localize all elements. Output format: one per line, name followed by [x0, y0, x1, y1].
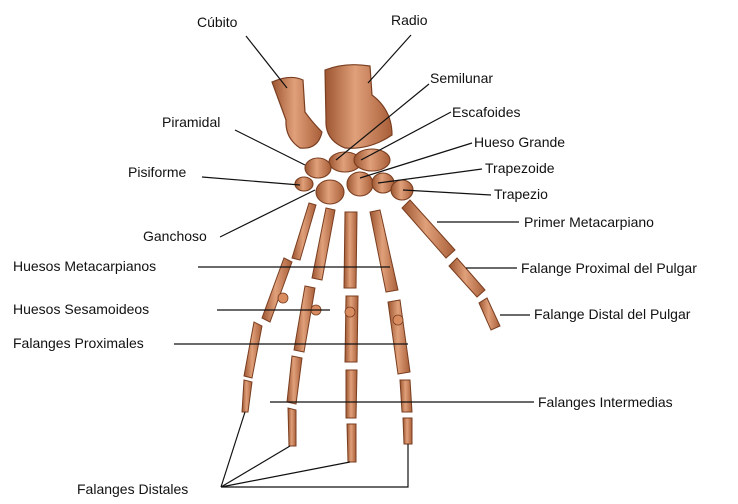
- leader-cubito: [246, 36, 287, 88]
- leader-trapezoide: [378, 169, 482, 183]
- label-falanges-distales: Falanges Distales: [77, 481, 188, 497]
- label-falange-distal-pulgar: Falange Distal del Pulgar: [534, 306, 690, 322]
- ulna-bone: [272, 77, 322, 148]
- label-trapezio: Trapezio: [494, 186, 548, 202]
- sesamoid-bones: [278, 293, 403, 325]
- leader-distales-4: [221, 444, 408, 487]
- label-cubito: Cúbito: [197, 14, 237, 30]
- leader-radio: [368, 35, 411, 83]
- label-ganchoso: Ganchoso: [143, 228, 207, 244]
- leader-distales-3: [221, 462, 350, 487]
- pisiforme-bone: [295, 177, 313, 191]
- label-escafoides: Escafoides: [452, 104, 520, 120]
- label-radio: Radio: [391, 12, 428, 28]
- forearm-bones: [272, 65, 392, 149]
- label-pisiforme: Pisiforme: [128, 164, 186, 180]
- label-huesos-metacarpianos: Huesos Metacarpianos: [13, 258, 156, 274]
- leader-trapezio: [403, 190, 491, 195]
- leader-pisiforme: [202, 177, 300, 185]
- label-semilunar: Semilunar: [430, 70, 493, 86]
- label-trapezoide: Trapezoide: [485, 160, 555, 176]
- label-hueso-grande: Hueso Grande: [474, 134, 565, 150]
- label-falanges-proximales: Falanges Proximales: [13, 335, 144, 351]
- label-piramidal: Piramidal: [162, 114, 220, 130]
- leader-distales-1: [221, 412, 245, 487]
- label-huesos-sesamoideos: Huesos Sesamoideos: [13, 301, 149, 317]
- piramidal-bone: [305, 158, 331, 178]
- carpal-bones: [295, 149, 413, 204]
- radius-bone: [325, 65, 392, 149]
- label-falange-proximal-pulgar: Falange Proximal del Pulgar: [521, 260, 697, 276]
- label-falanges-intermedias: Falanges Intermedias: [538, 394, 673, 410]
- ganchoso-bone: [316, 180, 344, 204]
- finger-bones: [242, 200, 500, 462]
- escafoides-bone: [354, 149, 390, 171]
- label-primer-metacarpiano: Primer Metacarpiano: [524, 214, 654, 230]
